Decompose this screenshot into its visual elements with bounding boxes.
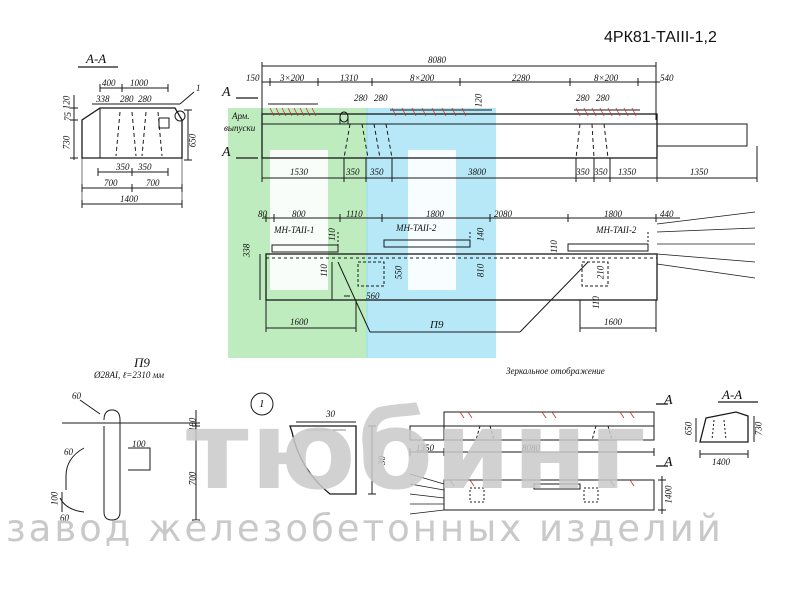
- elev-dim-2280: 2280: [512, 73, 530, 83]
- elev-bot-350-b: 350: [370, 167, 384, 177]
- dim-338: 338: [96, 94, 110, 104]
- p9-title: П9: [134, 355, 150, 370]
- mirror-dim-1400: 1400: [663, 485, 674, 504]
- dim-1400: 1400: [120, 194, 138, 204]
- elev-bot-1350-b: 1350: [690, 167, 708, 177]
- elev-inner-280-d: 280: [596, 93, 610, 103]
- mirror-section-label: А-А: [722, 387, 743, 402]
- plan-side-810: 810: [475, 263, 486, 278]
- elev-dim-3x200: 3×200: [280, 73, 305, 83]
- elev-inner-280-b: 280: [374, 93, 388, 103]
- plan-side-110-d: 110: [590, 296, 601, 309]
- p9-dim-100-left: 100: [49, 491, 60, 506]
- arm-label-line1: Арм.: [232, 111, 250, 121]
- mirror-label: Зеркальное отображение: [506, 366, 605, 376]
- elev-bot-350-c: 350: [576, 167, 590, 177]
- p9-spec: Ø28AI, ℓ=2310 мм: [94, 370, 165, 380]
- elev-dim-1310: 1310: [340, 73, 358, 83]
- mirror-section-mark-bottom: А: [664, 455, 673, 470]
- dim-700-a: 700: [104, 178, 118, 188]
- elev-total-8080: 8080: [428, 55, 446, 65]
- dim-280-a: 280: [120, 94, 134, 104]
- elev-dim-8x200-b: 8×200: [594, 73, 619, 83]
- plan-dim-1600-left: 1600: [290, 317, 308, 327]
- detail-1-dim-30-top: 30: [326, 409, 335, 419]
- dim-350-a: 350: [116, 162, 130, 172]
- plan-dim-440: 440: [660, 209, 674, 219]
- mirror-geometry: [409, 403, 668, 515]
- plan-dim-1110: 1110: [346, 209, 363, 219]
- mirror-sec-1400: 1400: [712, 457, 730, 467]
- plan-dim-80: 80: [258, 209, 267, 219]
- mirror-rebar: [449, 411, 635, 487]
- p9-dim-60-bot: 60: [60, 513, 69, 523]
- plan-p9-label: П9: [430, 319, 444, 331]
- mirror-section-mark-top: А: [664, 393, 673, 408]
- detail-1-geometry: [250, 392, 376, 495]
- dim-350-b: 350: [138, 162, 152, 172]
- dim-120: 120: [61, 95, 72, 110]
- plan-dim-2080: 2080: [494, 209, 512, 219]
- arm-label-line2: выпуски: [224, 123, 256, 133]
- plan-side-110-c: 110: [548, 240, 559, 253]
- watermark-brand: тюбинг: [186, 389, 648, 514]
- plan-dim-1800-a: 1800: [426, 209, 444, 219]
- mirror-sec-730: 730: [753, 421, 764, 436]
- embed-label-2: МН-ТАII-2: [396, 223, 437, 233]
- drawing-title: 4РК81-ТАIII-1,2: [604, 29, 717, 46]
- elev-inner-280-c: 280: [576, 93, 590, 103]
- p9-dim-100-right: 100: [132, 439, 146, 449]
- dim-280-b: 280: [138, 94, 152, 104]
- plan-side-210: 210: [595, 265, 606, 280]
- rebar-outlets: [269, 107, 637, 117]
- plan-geometry: [259, 211, 756, 333]
- dim-730: 730: [61, 135, 72, 150]
- embed-label-3: МН-ТАII-2: [596, 225, 637, 235]
- elev-inner-280-a: 280: [354, 93, 368, 103]
- elev-bot-1530: 1530: [290, 167, 308, 177]
- dim-400: 400: [102, 78, 116, 88]
- callout-1: 1: [196, 83, 201, 93]
- mirror-sec-650: 650: [683, 421, 694, 436]
- mirror-total: 8080: [522, 443, 540, 453]
- elev-bot-350-d: 350: [594, 167, 608, 177]
- elevation-geometry: [236, 62, 758, 182]
- plan-dim-560: 560: [366, 291, 380, 301]
- mirror-dim-1350: 1350: [416, 443, 434, 453]
- watermark-subtitle: завод железобетонных изделий: [6, 507, 724, 550]
- plan-side-110-b: 110: [318, 264, 329, 277]
- elev-dim-150: 150: [246, 73, 260, 83]
- mirror-section-geometry: [695, 401, 758, 458]
- embed-label-1: МН-ТАII-1: [274, 225, 315, 235]
- section-mark-top: А: [222, 85, 231, 100]
- plan-dim-1800-b: 1800: [604, 209, 622, 219]
- dim-700-b: 700: [146, 178, 160, 188]
- elev-bot-1350-a: 1350: [618, 167, 636, 177]
- elev-inner-120: 120: [473, 93, 484, 108]
- p9-dim-60-mid: 60: [64, 447, 73, 457]
- elev-dim-8x200-a: 8×200: [410, 73, 435, 83]
- detail-1-mark: 1: [259, 398, 265, 410]
- elev-dim-540: 540: [660, 73, 674, 83]
- section-aa-geometry: [70, 66, 195, 208]
- plan-side-140: 140: [475, 227, 486, 242]
- elev-bot-350-a: 350: [346, 167, 360, 177]
- plan-side-110-a: 110: [326, 228, 337, 241]
- logo-overlay-notch-white-2: [408, 150, 456, 290]
- dim-75: 75: [63, 112, 73, 121]
- section-mark-bottom: А: [222, 145, 231, 160]
- p9-detail-geometry: [59, 399, 200, 521]
- logo-overlay-notch-white: [270, 150, 328, 290]
- plan-dim-1600-right: 1600: [604, 317, 622, 327]
- p9-dim-60-top: 60: [72, 391, 81, 401]
- dim-1000: 1000: [130, 78, 148, 88]
- section-aa-label: А-А: [86, 51, 107, 66]
- plan-side-550: 550: [393, 265, 404, 280]
- plan-dim-800: 800: [292, 209, 306, 219]
- elev-bot-3800: 3800: [468, 167, 486, 177]
- plan-side-338: 338: [241, 243, 252, 258]
- dim-650: 650: [187, 133, 198, 148]
